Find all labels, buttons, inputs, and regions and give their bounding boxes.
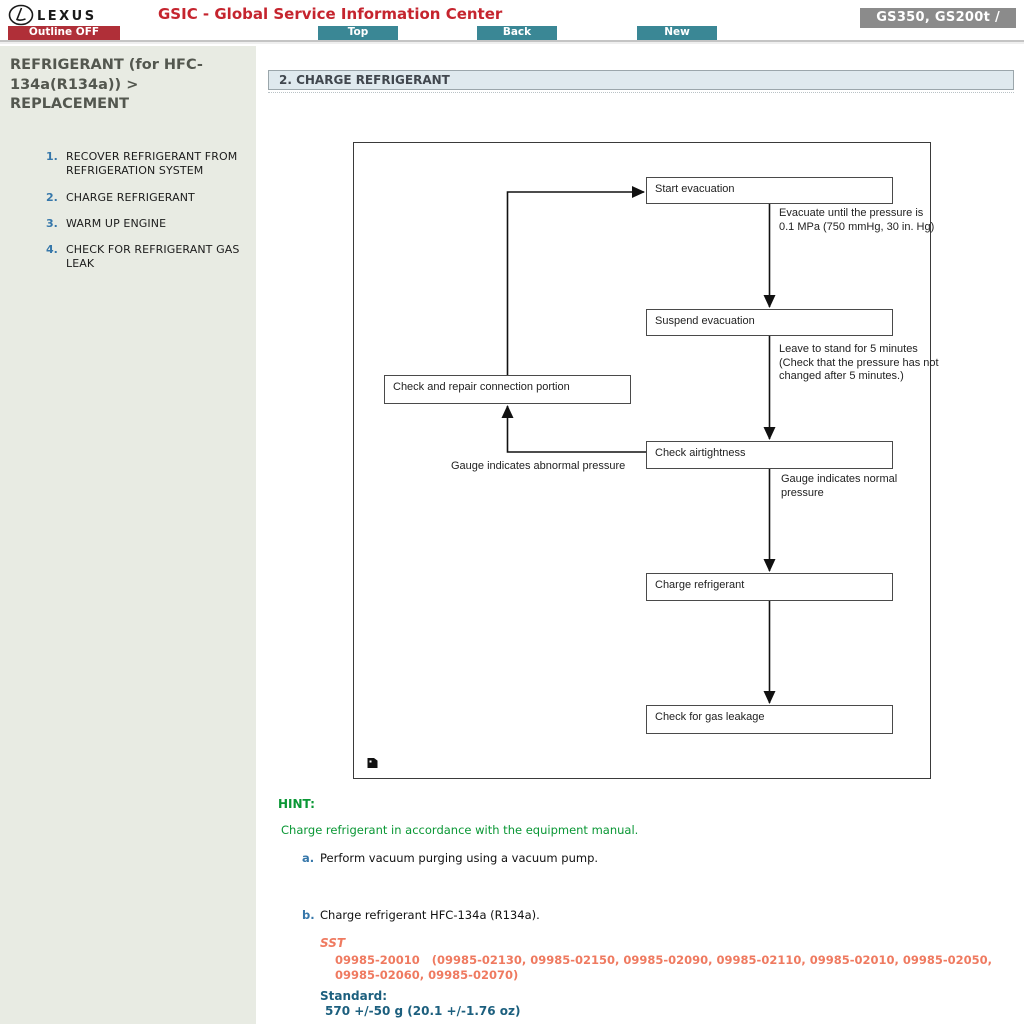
flow-annotation-abnormal-pressure: Gauge indicates abnormal pressure [451,460,626,472]
section-divider [268,92,1014,93]
standard-label: Standard: [320,989,388,1003]
step-a-letter: a. [302,851,315,865]
flow-node-check-repair-connection: Check and repair connection portion [384,375,631,404]
item-label: RECOVER REFRIGERANT FROM REFRIGERATION S… [66,150,238,178]
item-number: 1. [46,150,58,163]
flow-node-suspend-evacuation: Suspend evacuation [646,309,893,336]
step-a-text: Perform vacuum purging using a vacuum pu… [320,851,599,865]
step-b-text: Charge refrigerant HFC-134a (R134a). [320,908,540,922]
flow-annotation-leave-to-stand: Leave to stand for 5 minutes (Check that… [779,343,939,382]
new-button[interactable]: New [637,26,717,40]
svg-text:LEXUS: LEXUS [37,9,97,24]
lexus-logo-icon[interactable]: LEXUS [8,4,108,30]
top-button[interactable]: Top [318,26,398,40]
page-title: GSIC - Global Service Information Center [158,5,503,23]
item-number: 2. [46,190,58,204]
sidebar-item-recover-refrigerant[interactable]: 1. RECOVER REFRIGERANT FROM REFRIGERATIO… [46,150,246,179]
back-button[interactable]: Back [477,26,557,40]
hint-text: Charge refrigerant in accordance with th… [281,823,639,837]
model-badge: GS350, GS200t / [860,8,1016,28]
flow-node-check-airtightness: Check airtightness [646,441,893,469]
sidebar-item-check-gas-leak[interactable]: 4. CHECK FOR REFRIGERANT GAS LEAK [46,243,246,272]
item-number: 3. [46,216,58,230]
broken-image-icon [367,756,379,774]
hint-label: HINT: [278,797,315,811]
flowchart: Start evacuation Suspend evacuation Chec… [353,142,939,779]
sidebar-item-warm-up-engine[interactable]: 3. WARM UP ENGINE [46,217,246,231]
item-label: CHECK FOR REFRIGERANT GAS LEAK [66,243,240,271]
flow-node-start-evacuation: Start evacuation [646,177,893,204]
item-label: CHARGE REFRIGERANT [66,190,195,204]
item-label: WARM UP ENGINE [66,216,167,230]
item-number: 4. [46,243,58,257]
flow-node-check-gas-leakage: Check for gas leakage [646,705,893,734]
sidebar: REFRIGERANT (for HFC-134a(R134a)) > REPL… [0,46,256,1024]
sidebar-procedure-list: 1. RECOVER REFRIGERANT FROM REFRIGERATIO… [46,150,246,284]
flow-node-charge-refrigerant: Charge refrigerant [646,573,893,601]
sst-label: SST [320,936,346,950]
sidebar-title: REFRIGERANT (for HFC-134a(R134a)) > REPL… [10,57,203,113]
step-b-letter: b. [302,908,315,922]
sidebar-item-charge-refrigerant[interactable]: 2. CHARGE REFRIGERANT [46,191,246,205]
flow-annotation-normal-pressure: Gauge indicates normal pressure [781,473,898,499]
outline-off-button[interactable]: Outline OFF [8,26,120,40]
sst-value: 09985-20010 (09985-02130, 09985-02150, 0… [335,953,997,982]
section-header: 2. CHARGE REFRIGERANT [268,70,1014,90]
header-divider [0,40,1024,44]
standard-value: 570 +/-50 g (20.1 +/-1.76 oz) [325,1004,521,1018]
flowchart-arrows [501,186,776,704]
flow-annotation-evacuate: Evacuate until the pressure is 0.1 MPa (… [779,207,935,233]
